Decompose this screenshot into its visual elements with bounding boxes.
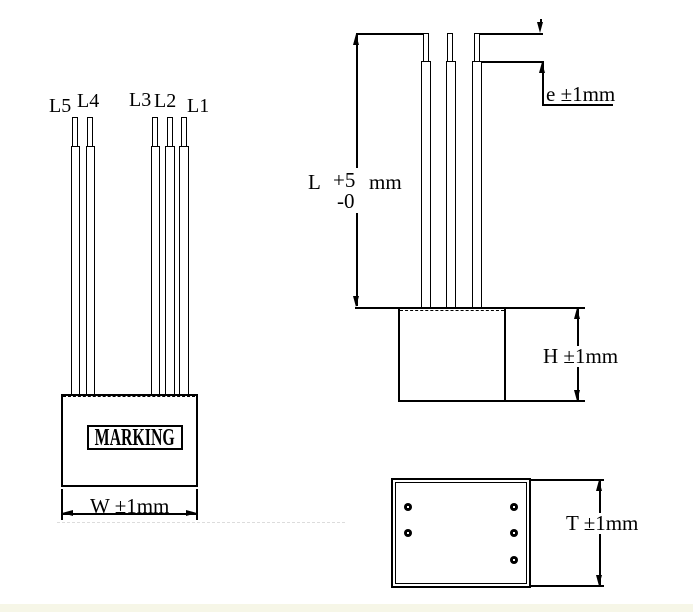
extension-line — [355, 307, 400, 309]
reference-line-tip-top — [356, 33, 424, 35]
lead-label-l1: L1 — [187, 95, 210, 117]
side-lead — [421, 61, 431, 312]
seating-plane-dashed-line — [400, 310, 504, 311]
lead-label-l3: L3 — [129, 89, 152, 111]
lead-label-l5: L5 — [49, 95, 72, 117]
lead-l1 — [179, 146, 189, 396]
side-lead — [446, 61, 456, 312]
arrowhead-right — [186, 510, 197, 516]
pin-dot — [404, 529, 412, 537]
side-lead — [472, 61, 482, 312]
lead-l3-tip — [152, 117, 158, 148]
leader-line — [542, 61, 544, 105]
scan-artifact-line — [57, 522, 345, 523]
reference-line-tip-base — [482, 61, 543, 63]
length-dimension-symbol: L — [308, 170, 321, 194]
scan-artifact-band — [0, 604, 693, 612]
length-dimension-minus-tol: -0 — [334, 191, 358, 212]
width-dimension-label: W ±1mm — [90, 494, 170, 518]
pin-dot — [510, 556, 518, 564]
extension-line — [61, 489, 63, 520]
pin-dot — [510, 503, 518, 511]
leader-underline — [542, 104, 613, 106]
arrowhead-up — [596, 480, 602, 491]
lead-l5 — [71, 146, 80, 396]
lead-l4 — [86, 146, 95, 396]
side-lead-tip — [447, 33, 453, 63]
lead-l3 — [151, 146, 160, 396]
length-dimension-plus-tol: +5 — [330, 170, 359, 191]
extension-line — [505, 400, 585, 402]
dimension-line — [62, 513, 197, 515]
length-dimension-unit: mm — [369, 170, 402, 194]
arrowhead-down — [537, 22, 543, 33]
extension-line — [196, 489, 198, 520]
pin-dot — [404, 503, 412, 511]
height-dimension-label: H ±1mm — [540, 346, 622, 367]
side-lead-tip — [474, 33, 480, 63]
dimension-line — [356, 35, 358, 168]
marking-label: MARKING — [94, 425, 176, 450]
tip-length-dimension-label: e ±1mm — [546, 82, 616, 106]
reference-line-tip-top — [477, 33, 543, 35]
component-body-front — [61, 394, 198, 487]
side-lead-tip — [423, 33, 429, 63]
arrowhead-down — [596, 575, 602, 586]
extension-line — [530, 479, 604, 481]
arrowhead-left — [62, 510, 73, 516]
component-body-bottom — [391, 478, 531, 588]
component-body-bottom-inner — [395, 482, 527, 584]
arrowhead-down — [574, 390, 580, 401]
thickness-dimension-label: T ±1mm — [563, 513, 642, 534]
marking-box: MARKING — [87, 425, 183, 450]
pin-dot — [510, 529, 518, 537]
extension-line — [530, 585, 604, 587]
extension-line — [505, 307, 585, 309]
seating-plane-dashed-line — [63, 396, 195, 397]
dimension-line — [356, 213, 358, 306]
arrowhead-up — [574, 308, 580, 319]
lead-l1-tip — [181, 117, 187, 148]
lead-l2 — [165, 146, 175, 396]
lead-label-l4: L4 — [77, 90, 100, 112]
arrowhead-down — [353, 296, 359, 307]
component-body-side — [398, 307, 506, 402]
lead-l4-tip — [87, 117, 93, 148]
arrowhead-up — [353, 34, 359, 45]
arrowhead-up — [539, 62, 545, 73]
lead-l5-tip — [72, 117, 78, 148]
lead-l2-tip — [167, 117, 173, 148]
lead-label-l2: L2 — [154, 90, 177, 112]
